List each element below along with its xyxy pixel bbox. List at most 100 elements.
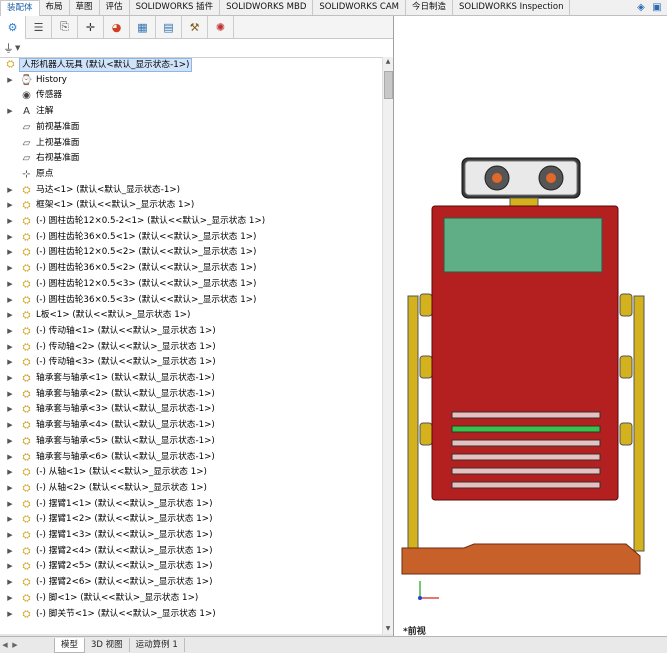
expand-arrow-icon[interactable]: ▶ bbox=[7, 421, 13, 430]
ribbon-tab-8[interactable]: SOLIDWORKS Inspection bbox=[453, 0, 571, 15]
expand-arrow-icon[interactable]: ▶ bbox=[7, 468, 13, 477]
expand-arrow-icon[interactable]: ▶ bbox=[7, 452, 13, 461]
expand-arrow-icon[interactable]: ▶ bbox=[7, 185, 13, 194]
tree-node[interactable]: ▶⌚History bbox=[0, 73, 382, 88]
bottom-tab-1[interactable]: 3D 视图 bbox=[85, 638, 130, 652]
tree-node[interactable]: ▶⛭(-) 传动轴<1> (默认<<默认>_显示状态 1>) bbox=[0, 324, 382, 339]
tab-scroll-right-icon[interactable]: ▶ bbox=[12, 641, 18, 649]
expand-arrow-icon[interactable]: ▶ bbox=[7, 201, 13, 210]
bottom-tab-2[interactable]: 运动算例 1 bbox=[130, 638, 185, 652]
expand-arrow-icon[interactable]: ▶ bbox=[7, 279, 13, 288]
tree-node[interactable]: ▶⛭(-) 传动轴<3> (默认<<默认>_显示状态 1>) bbox=[0, 355, 382, 370]
ribbon-tab-3[interactable]: 评估 bbox=[100, 0, 130, 15]
tree-node[interactable]: ▶⛭(-) 摆臂1<1> (默认<<默认>_显示状态 1>) bbox=[0, 497, 382, 512]
tree-node[interactable]: ▶⛭框架<1> (默认<<默认>_显示状态 1>) bbox=[0, 198, 382, 213]
tree-node[interactable]: ▶⛭轴承套与轴承<4> (默认<默认_显示状态-1>) bbox=[0, 418, 382, 433]
appearance-icon[interactable]: ✺ bbox=[208, 16, 234, 38]
ribbon-tab-1[interactable]: 布局 bbox=[40, 0, 70, 15]
tree-node-label: (-) 摆臂1<3> (默认<<默认>_显示状态 1>) bbox=[36, 530, 213, 540]
expand-arrow-icon[interactable]: ▶ bbox=[7, 248, 13, 257]
tree-node[interactable]: ▶⛭轴承套与轴承<3> (默认<默认_显示状态-1>) bbox=[0, 402, 382, 417]
graphics-area[interactable] bbox=[394, 16, 667, 636]
ribbon-tab-5[interactable]: SOLIDWORKS MBD bbox=[220, 0, 314, 15]
configuration-manager-icon[interactable]: ⎘ bbox=[52, 16, 78, 38]
cam-feature-icon[interactable]: ▦ bbox=[130, 16, 156, 38]
tree-node[interactable]: ▱右视基准面 bbox=[0, 151, 382, 166]
tree-node[interactable]: ▶⛭(-) 从轴<2> (默认<<默认>_显示状态 1>) bbox=[0, 481, 382, 496]
tree-node[interactable]: ▱上视基准面 bbox=[0, 136, 382, 151]
expand-arrow-icon[interactable]: ▶ bbox=[7, 578, 13, 587]
tree-node[interactable]: ▱前视基准面 bbox=[0, 120, 382, 135]
tree-node[interactable]: ▶⛭L板<1> (默认<<默认>_显示状态 1>) bbox=[0, 308, 382, 323]
tree-node[interactable]: ▶⛭(-) 摆臂2<6> (默认<<默认>_显示状态 1>) bbox=[0, 575, 382, 590]
tree-node[interactable]: ▶⛭(-) 摆臂2<4> (默认<<默认>_显示状态 1>) bbox=[0, 544, 382, 559]
scrollbar-thumb[interactable] bbox=[384, 71, 393, 99]
tree-node[interactable]: ▶⛭(-) 圆柱齿轮36×0.5<1> (默认<<默认>_显示状态 1>) bbox=[0, 230, 382, 245]
tree-node[interactable]: ▶⛭轴承套与轴承<5> (默认<默认_显示状态-1>) bbox=[0, 434, 382, 449]
view-orientation-icon[interactable]: ◈ bbox=[637, 2, 645, 13]
display-style-icon[interactable]: ▣ bbox=[652, 2, 662, 13]
expand-arrow-icon[interactable]: ▶ bbox=[7, 264, 13, 273]
tree-vertical-scrollbar[interactable]: ▲ ▼ bbox=[382, 57, 393, 634]
dimxpert-icon[interactable]: ✛ bbox=[78, 16, 104, 38]
display-manager-icon[interactable]: ◕ bbox=[104, 16, 130, 38]
expand-arrow-icon[interactable]: ▶ bbox=[7, 75, 13, 84]
tree-node[interactable]: ▶⛭(-) 圆柱齿轮12×0.5<2> (默认<<默认>_显示状态 1>) bbox=[0, 245, 382, 260]
tree-node[interactable]: ◉传感器 bbox=[0, 88, 382, 103]
filter-icon[interactable]: ⏚ bbox=[3, 42, 14, 55]
tree-node[interactable]: ▶⛭(-) 圆柱齿轮36×0.5<2> (默认<<默认>_显示状态 1>) bbox=[0, 261, 382, 276]
expand-arrow-icon[interactable]: ▶ bbox=[7, 342, 13, 351]
tree-root-node[interactable]: ⛭人形机器人玩具 (默认<默认_显示状态-1>) bbox=[0, 57, 382, 72]
expand-arrow-icon[interactable]: ▶ bbox=[7, 499, 13, 508]
tree-node[interactable]: ▶⛭(-) 脚<1> (默认<<默认>_显示状态 1>) bbox=[0, 591, 382, 606]
expand-arrow-icon[interactable]: ▶ bbox=[7, 389, 13, 398]
tree-node[interactable]: ▶⛭(-) 摆臂1<3> (默认<<默认>_显示状态 1>) bbox=[0, 528, 382, 543]
expand-arrow-icon[interactable]: ▶ bbox=[7, 593, 13, 602]
expand-arrow-icon[interactable]: ▶ bbox=[7, 374, 13, 382]
ribbon-tab-2[interactable]: 草图 bbox=[70, 0, 100, 15]
scroll-down-icon[interactable]: ▼ bbox=[385, 625, 391, 632]
expand-arrow-icon[interactable]: ▶ bbox=[7, 295, 13, 304]
tree-node[interactable]: ▶⛭(-) 从轴<1> (默认<<默认>_显示状态 1>) bbox=[0, 465, 382, 480]
tree-node[interactable]: ⊹原点 bbox=[0, 167, 382, 182]
property-manager-icon[interactable]: ☰ bbox=[26, 16, 52, 38]
tree-node[interactable]: ▶⛭轴承套与轴承<6> (默认<默认_显示状态-1>) bbox=[0, 450, 382, 465]
expand-arrow-icon[interactable]: ▶ bbox=[7, 562, 13, 571]
ribbon-tab-7[interactable]: 今日制造 bbox=[406, 0, 454, 15]
expand-arrow-icon[interactable]: ▶ bbox=[7, 546, 13, 555]
expand-arrow-icon[interactable]: ▶ bbox=[7, 405, 13, 414]
tree-node[interactable]: ▶⛭轴承套与轴承<1> (默认<默认_显示状态-1>) bbox=[0, 371, 382, 386]
expand-arrow-icon[interactable]: ▶ bbox=[7, 483, 13, 492]
tree-node[interactable]: ▶⛭(-) 摆臂1<2> (默认<<默认>_显示状态 1>) bbox=[0, 512, 382, 527]
tree-node[interactable]: ▶⛭(-) 圆柱齿轮12×0.5<3> (默认<<默认>_显示状态 1>) bbox=[0, 277, 382, 292]
bottom-tab-0[interactable]: 模型 bbox=[54, 637, 86, 653]
expand-arrow-icon[interactable]: ▶ bbox=[7, 609, 13, 618]
expand-arrow-icon[interactable]: ▶ bbox=[7, 515, 13, 524]
expand-arrow-icon[interactable]: ▶ bbox=[7, 326, 13, 335]
tab-scroll-left-icon[interactable]: ◀ bbox=[2, 641, 8, 649]
feature-tree-icon[interactable]: ⚙ bbox=[0, 16, 26, 40]
scroll-up-icon[interactable]: ▲ bbox=[385, 58, 391, 65]
tree-node[interactable]: ▶⛭(-) 脚关节<1> (默认<<默认>_显示状态 1>) bbox=[0, 607, 382, 622]
expand-arrow-icon[interactable]: ▶ bbox=[7, 531, 13, 539]
tree-node[interactable]: ▶⛭(-) 圆柱齿轮12×0.5-2<1> (默认<<默认>_显示状态 1>) bbox=[0, 214, 382, 229]
ribbon-tab-0[interactable]: 装配体 bbox=[0, 0, 40, 16]
expand-arrow-icon[interactable]: ▶ bbox=[7, 358, 13, 367]
ribbon-tab-6[interactable]: SOLIDWORKS CAM bbox=[313, 0, 407, 15]
cam-operation-icon[interactable]: ▤ bbox=[156, 16, 182, 38]
tree-node[interactable]: ▶⛭轴承套与轴承<2> (默认<默认_显示状态-1>) bbox=[0, 387, 382, 402]
expand-arrow-icon[interactable]: ▶ bbox=[7, 232, 13, 241]
chevron-down-icon[interactable]: ▼ bbox=[15, 44, 21, 52]
expand-arrow-icon[interactable]: ▶ bbox=[7, 107, 13, 116]
tree-node[interactable]: ▶⛭(-) 圆柱齿轮36×0.5<3> (默认<<默认>_显示状态 1>) bbox=[0, 293, 382, 308]
slot-4 bbox=[451, 453, 601, 461]
expand-arrow-icon[interactable]: ▶ bbox=[7, 217, 13, 225]
ribbon-tab-4[interactable]: SOLIDWORKS 插件 bbox=[130, 0, 221, 15]
tree-node[interactable]: ▶⛭(-) 摆臂2<5> (默认<<默认>_显示状态 1>) bbox=[0, 559, 382, 574]
tree-node[interactable]: ▶⛭(-) 传动轴<2> (默认<<默认>_显示状态 1>) bbox=[0, 340, 382, 355]
expand-arrow-icon[interactable]: ▶ bbox=[7, 436, 13, 445]
cam-tool-icon[interactable]: ⚒ bbox=[182, 16, 208, 38]
expand-arrow-icon[interactable]: ▶ bbox=[7, 311, 13, 320]
tree-node[interactable]: ▶⛭马达<1> (默认<默认_显示状态-1>) bbox=[0, 183, 382, 198]
